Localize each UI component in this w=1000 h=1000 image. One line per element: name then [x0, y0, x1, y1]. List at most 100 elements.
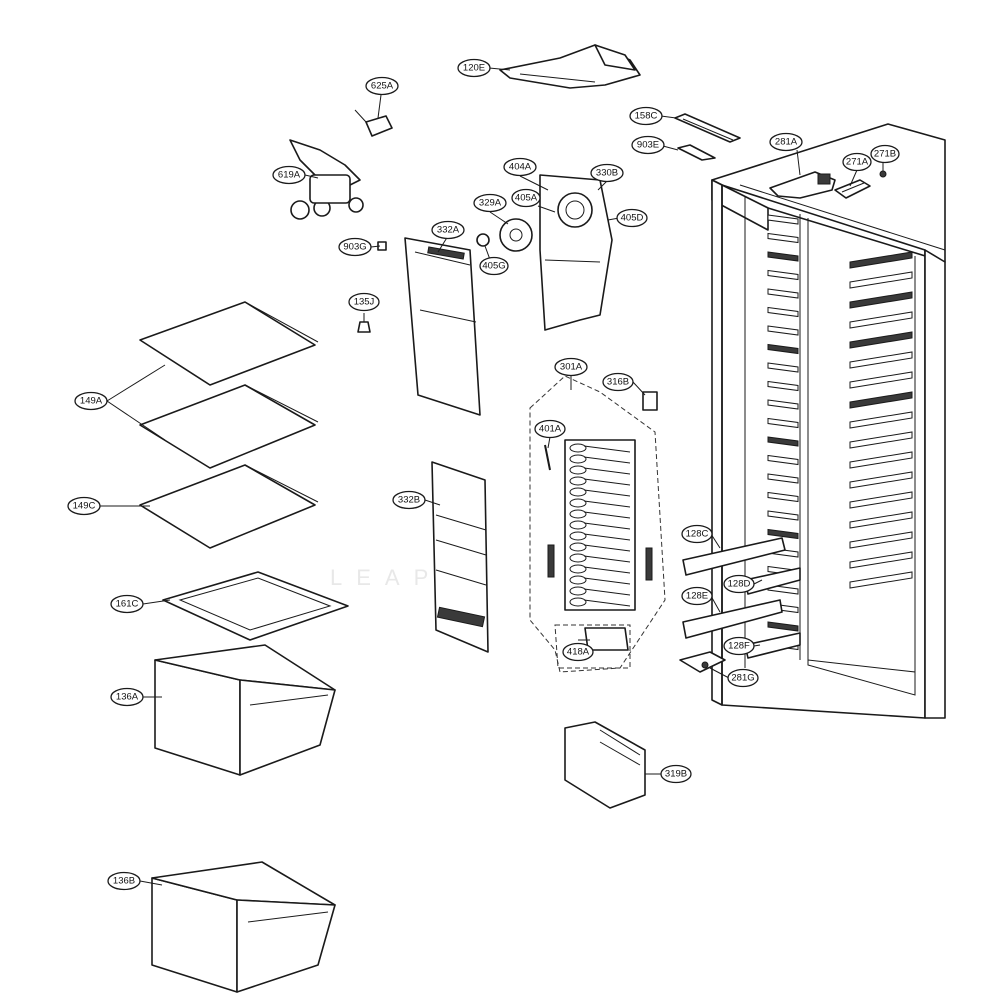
- callout-903E: 903E: [631, 135, 665, 155]
- cabinet-left-rail: [767, 491, 799, 503]
- cabinet-left-rail: [767, 214, 799, 225]
- evaporator-coil-loop: [569, 553, 587, 563]
- svg-text:281A: 281A: [775, 137, 798, 148]
- cabinet-right-shelf-bracket: [849, 411, 913, 429]
- callout-301A: 301A: [554, 357, 588, 377]
- callout-135J: 135J: [348, 292, 380, 312]
- part-281A-bracket: [769, 171, 836, 199]
- cabinet-right-shelf-bracket: [849, 331, 913, 349]
- part-332A-panel: [404, 237, 481, 416]
- cabinet-right-shelf-bracket: [849, 531, 913, 549]
- part-271B-screw: [879, 170, 887, 178]
- callout-405G: 405G: [479, 256, 509, 276]
- evaporator-coil-loop: [569, 487, 587, 497]
- callout-128F: 128F: [723, 636, 755, 656]
- cabinet-left-rail: [767, 362, 799, 373]
- callout-271B: 271B: [870, 144, 900, 164]
- part-120E-cover: [499, 44, 641, 89]
- svg-text:330B: 330B: [596, 168, 618, 179]
- callout-332B: 332B: [392, 490, 426, 510]
- cabinet-left-rail: [767, 510, 799, 521]
- cabinet-right-shelf-bracket: [849, 511, 913, 529]
- svg-text:903G: 903G: [343, 242, 366, 253]
- svg-text:149C: 149C: [73, 501, 96, 512]
- svg-text:316B: 316B: [607, 377, 629, 388]
- cabinet-right-shelf-bracket: [849, 271, 913, 289]
- svg-text:418A: 418A: [567, 647, 590, 658]
- leader-lines: [100, 67, 884, 886]
- svg-text:136B: 136B: [113, 876, 135, 887]
- callout-316B: 316B: [602, 372, 634, 392]
- evaporator-coil-loop: [569, 465, 587, 475]
- cabinet-left-rail: [767, 528, 799, 540]
- callout-330B: 330B: [590, 163, 624, 183]
- evaporator-coil-loop: [569, 564, 587, 574]
- evaporator-coil-loop: [569, 443, 587, 453]
- part-316B-block: [642, 391, 658, 411]
- callout-418A: 418A: [562, 642, 594, 662]
- part-330B-fan-housing: [539, 174, 613, 331]
- svg-text:903E: 903E: [637, 140, 659, 151]
- refrigerator-cabinet: [711, 123, 946, 719]
- part-281G-hinge: [679, 651, 726, 673]
- callout-903G: 903G: [338, 237, 372, 257]
- cabinet-left-rail: [767, 417, 799, 429]
- evaporator-fin: [583, 555, 631, 563]
- callout-319B: 319B: [660, 764, 692, 784]
- evaporator-fin: [583, 456, 631, 464]
- evaporator-coil-loop: [569, 454, 587, 464]
- evaporator-fin: [583, 588, 631, 596]
- svg-text:619A: 619A: [278, 170, 301, 181]
- cabinet-right-shelf-bracket: [849, 571, 913, 589]
- evaporator-coil-loop: [569, 542, 587, 552]
- cabinet-left-rail: [767, 454, 799, 466]
- svg-text:405G: 405G: [482, 261, 505, 272]
- part-903E-pad: [677, 144, 716, 161]
- svg-text:332B: 332B: [398, 495, 420, 506]
- svg-text:301A: 301A: [560, 362, 583, 373]
- cabinet-left-rail: [767, 325, 799, 336]
- evaporator-fin: [583, 467, 631, 475]
- svg-text:128C: 128C: [686, 529, 709, 540]
- svg-text:149A: 149A: [80, 396, 103, 407]
- svg-text:329A: 329A: [479, 198, 502, 209]
- svg-text:271B: 271B: [874, 149, 896, 160]
- part-329A-fan: [499, 218, 533, 252]
- cabinet-left-rail: [767, 269, 799, 281]
- svg-text:404A: 404A: [509, 162, 532, 173]
- cabinet-left-rail: [767, 251, 799, 262]
- svg-text:405A: 405A: [515, 193, 538, 204]
- cabinet-right-shelf-bracket: [849, 311, 913, 329]
- callout-405D: 405D: [616, 208, 648, 228]
- cabinet-right-shelf-bracket: [849, 491, 913, 509]
- evaporator-fin: [583, 478, 631, 486]
- cabinet-left-rail: [767, 288, 799, 299]
- svg-text:128F: 128F: [728, 641, 750, 652]
- cabinet-right-shelf-bracket: [849, 551, 913, 569]
- evaporator-coil-loop: [569, 531, 587, 541]
- evaporator-fin: [583, 577, 631, 585]
- callout-149C: 149C: [67, 496, 101, 516]
- svg-text:271A: 271A: [846, 157, 869, 168]
- callout-158C: 158C: [629, 106, 663, 126]
- evaporator-fin: [583, 566, 631, 574]
- svg-text:319B: 319B: [665, 769, 687, 780]
- svg-text:401A: 401A: [539, 424, 562, 435]
- evaporator-coil-loop: [569, 575, 587, 585]
- part-161C-crisper-cover: [162, 571, 349, 641]
- callout-404A: 404A: [503, 157, 537, 177]
- evaporator-fin: [583, 511, 631, 519]
- cabinet-left-rail: [767, 343, 799, 355]
- cabinet-right-shelf-bracket: [849, 451, 913, 469]
- part-332B-panel: [431, 461, 489, 653]
- evaporator-fin: [583, 544, 631, 552]
- evaporator-fin: [583, 500, 631, 508]
- cabinet-left-rail: [767, 621, 799, 632]
- evaporator-coil-loop: [569, 520, 587, 530]
- cabinet-right-shelf-bracket: [849, 471, 913, 489]
- evaporator-coil-loop: [569, 597, 587, 607]
- part-301A-evaporator: [529, 375, 666, 673]
- evaporator-coil-loop: [569, 586, 587, 596]
